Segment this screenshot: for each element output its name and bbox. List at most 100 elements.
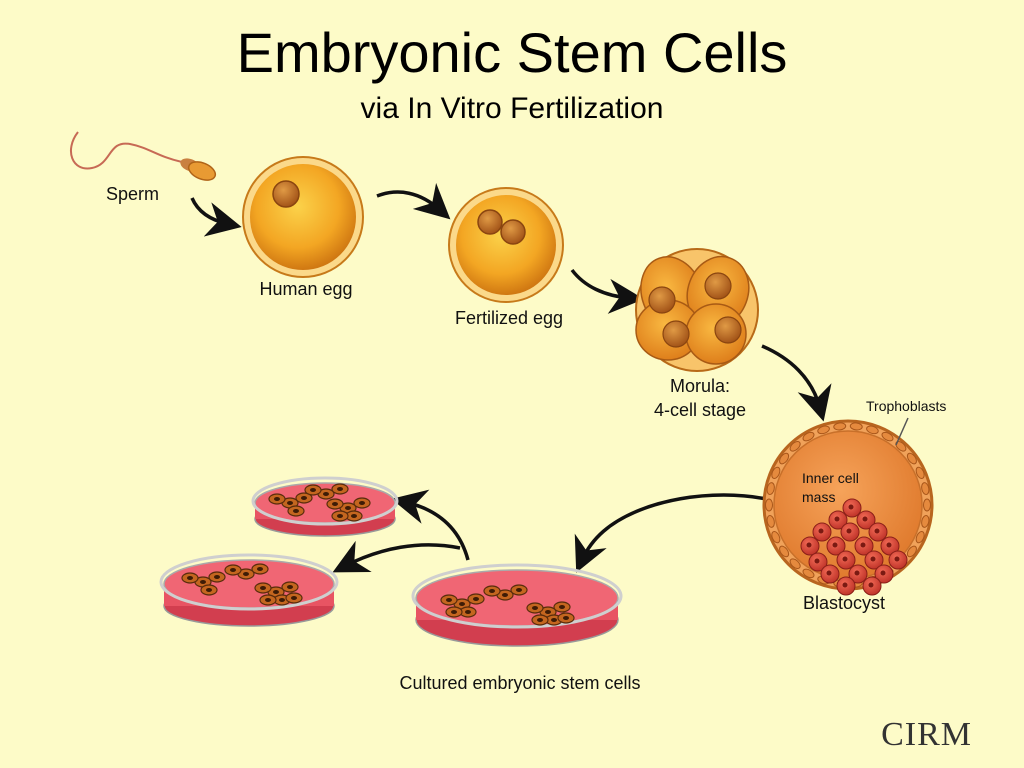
stem-cell-nucleus [446, 598, 452, 602]
trophoblast-cell [779, 452, 790, 465]
trophoblast-cell [906, 452, 917, 465]
stem-cell-nucleus [516, 588, 522, 592]
trophoblast-cell [866, 425, 879, 435]
stem-cell-nucleus [451, 610, 457, 614]
trophoblast-cell [817, 425, 830, 435]
trophoblast-cell [766, 515, 775, 528]
petri-dish-left [159, 553, 339, 627]
trophoblast-cell [881, 431, 894, 442]
stem-cell-nucleus [287, 501, 293, 505]
inner-cell-nucleus [868, 582, 874, 588]
trophoblasts-pointer [895, 417, 909, 446]
arrow-fertilized-to-morula [570, 268, 644, 314]
inner-cell-nucleus [842, 582, 848, 588]
stem-cell-nucleus [273, 590, 279, 594]
cirm-logo: CIRM [881, 716, 972, 753]
stem-cell-nucleus [287, 585, 293, 589]
trophoblast-cell [766, 482, 775, 495]
sperm-illustration [69, 131, 217, 181]
blastocyst [762, 417, 934, 596]
stem-cell-nucleus [459, 602, 465, 606]
stem-cell-nucleus [563, 616, 569, 620]
trophoblast-cell [921, 482, 930, 495]
inner-cell-mass [800, 498, 908, 596]
stem-cell-nucleus [301, 496, 307, 500]
slide-title: Embryonic Stem Cells [236, 21, 788, 84]
inner-cell-nucleus [886, 542, 892, 548]
morula [635, 248, 759, 372]
stem-cell-nucleus [260, 586, 266, 590]
stem-cell-nucleus [187, 576, 193, 580]
stem-cell-nucleus [337, 514, 343, 518]
petri-dish-main [411, 563, 623, 647]
stem-cell-nucleus [545, 610, 551, 614]
stem-cell-nucleus [502, 593, 508, 597]
stem-cell-nucleus [243, 572, 249, 576]
stem-cell-nucleus [279, 598, 285, 602]
inner-cell-nucleus [834, 516, 840, 522]
trophoblast-cell [849, 422, 863, 431]
inner-cell-nucleus [880, 570, 886, 576]
arrow-dish-to-left-dish [332, 540, 461, 573]
label-trophoblasts: Trophoblasts [866, 398, 947, 414]
trophoblast-cell [771, 466, 781, 480]
label-morula-stage: 4-cell stage [653, 400, 747, 420]
stem-cell-nucleus [473, 597, 479, 601]
inner-cell-nucleus [894, 556, 900, 562]
label-cultured-cells: Cultured embryonic stem cells [399, 673, 641, 693]
trophoblast-cell [779, 545, 790, 558]
stem-cell-nucleus [323, 492, 329, 496]
stem-cell-nucleus [465, 610, 471, 614]
stem-cell-nucleus [351, 514, 357, 518]
label-fertilized-egg: Fertilized egg [454, 308, 564, 328]
stem-cell-nucleus [257, 567, 263, 571]
trophoblast-cell [789, 441, 801, 452]
arrow-morula-to-blastocyst [761, 344, 832, 422]
stem-cell-nucleus [532, 606, 538, 610]
stem-cell-nucleus [265, 598, 271, 602]
stem-cell-nucleus [293, 509, 299, 513]
stem-cell-nucleus [291, 596, 297, 600]
inner-cell-nucleus [842, 556, 848, 562]
label-morula: Morula: [669, 376, 731, 396]
stem-cell-nucleus [206, 588, 212, 592]
inner-cell-nucleus [870, 556, 876, 562]
slide-subtitle: via In Vitro Fertilization [360, 92, 664, 125]
inner-cell-nucleus [846, 528, 852, 534]
inner-cell-nucleus [874, 528, 880, 534]
stem-cell-nucleus [489, 589, 495, 593]
inner-cell-nucleus [862, 516, 868, 522]
petri-dish-upper [251, 476, 399, 537]
label-blastocyst: Blastocyst [803, 593, 886, 613]
stem-cell-nucleus [200, 580, 206, 584]
trophoblast-cell [802, 431, 815, 442]
trophoblast-cell [765, 498, 773, 512]
label-inner-cell: Inner cell [802, 470, 859, 486]
stem-cell-nucleus [214, 575, 220, 579]
inner-cell-nucleus [814, 558, 820, 564]
stem-cell-nucleus [230, 568, 236, 572]
label-sperm: Sperm [106, 184, 160, 204]
inner-cell-nucleus [806, 542, 812, 548]
trophoblast-cell [915, 530, 925, 544]
stem-cell-nucleus [359, 501, 365, 505]
trophoblast-cell [923, 498, 931, 512]
stem-cell-nucleus [274, 497, 280, 501]
fertilized-egg [448, 187, 564, 303]
arrow-sperm-to-egg [190, 197, 242, 237]
inner-cell-nucleus [826, 570, 832, 576]
stem-cell-colonies [440, 584, 575, 626]
trophoblast-cell [802, 568, 815, 579]
human-egg [242, 156, 364, 278]
trophoblast-cell [906, 545, 917, 558]
label-inner-cell-mass: mass [802, 489, 836, 505]
stem-cell-nucleus [345, 506, 351, 510]
trophoblast-cell [789, 558, 801, 569]
trophoblast-cell [921, 515, 930, 528]
trophoblast-cell [915, 466, 925, 480]
inner-cell-nucleus [848, 504, 854, 510]
stem-cell-nucleus [559, 605, 565, 609]
stem-cell-nucleus [551, 618, 557, 622]
trophoblast-cell [771, 530, 781, 544]
